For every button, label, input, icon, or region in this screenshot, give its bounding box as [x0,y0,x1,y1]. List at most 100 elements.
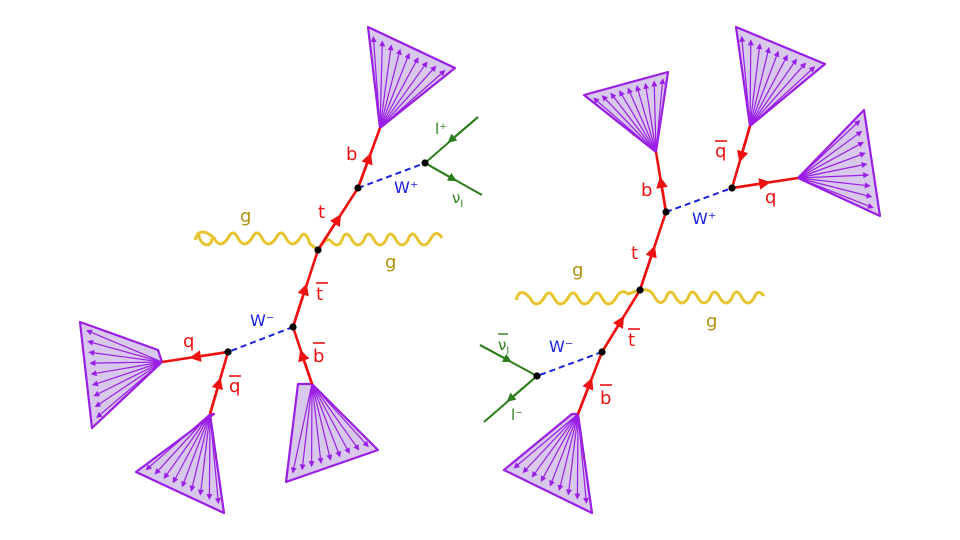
jet-particle-arrow [93,361,163,397]
jet-particle-arrow [749,58,798,127]
jet-particle-arrow [370,36,381,129]
jet-particle-arrow [89,360,163,367]
antitop-line-right [576,289,642,415]
jet-particle-arrow [379,40,386,129]
jet-particle-arrow [797,120,861,179]
jet-particle-arrow [797,177,871,189]
label-g-bottom: g [706,311,717,332]
vertices-left [224,159,429,356]
jet-particle-arrow [797,172,870,179]
jet-particle-arrow [651,80,658,153]
jet-particle-arrow [379,57,419,129]
jet-particle-arrow [206,413,213,500]
jet-particle-arrow [379,61,428,129]
jet-cone-4 [284,382,380,484]
label-b: b [346,144,357,165]
label-qbar: q [229,376,240,397]
jet-particle-arrow [655,78,666,153]
jet-particle-arrow [749,46,771,127]
jet-particle-arrow [311,383,341,458]
jets-right [502,25,882,515]
label-nubar-sub: l [506,346,509,357]
jet-particle-arrow [154,413,211,475]
label-tbar: t [628,330,635,351]
label-b: b [641,180,652,201]
vertices-right [533,184,736,380]
label-g-top: g [240,206,251,227]
label-nubar-main: ν [498,336,506,354]
gluon-left-top [193,230,319,252]
jet-particle-arrow [747,39,754,127]
jet-particle-arrow [88,349,163,363]
jet-particle-arrow [749,54,788,127]
label-lplus: l⁺ [435,120,447,138]
jet-particle-arrow [163,413,211,479]
jet-particle-arrow [540,413,579,483]
jet-particle-arrow [635,85,657,153]
jet-particle-arrow [87,339,163,363]
leptons-right [479,344,538,423]
jet-particle-arrow [181,413,211,488]
jet-particle-arrow [565,413,579,496]
label-nu-main: ν [452,189,460,207]
jet-cone-4 [502,412,594,515]
jet-particle-arrow [299,383,313,471]
jet-particle-arrow [379,48,402,129]
jet-particle-arrow [197,413,211,496]
jet-particle-arrow [379,65,437,129]
jet-particle-arrow [797,152,866,179]
label-nu: νl [452,189,463,210]
jet-cone-2 [734,25,827,128]
jet-particle-arrow [627,87,657,153]
gluon-left-bottom [316,232,444,251]
label-lminus: l⁻ [511,406,523,424]
label-q: q [765,187,776,208]
w-decay-quarks-right [730,125,799,190]
label-wminus: W⁻ [250,311,274,330]
jet-particle-arrow [531,413,579,478]
jet-particle-arrow [311,383,324,464]
label-bbar: b [600,388,611,409]
jet-particle-arrow [797,177,873,199]
diagram-right: b t t b q q W⁺ W⁻ l⁻ νl g g [479,25,882,515]
jet-particle-arrow [610,92,657,153]
jet-particle-arrow [619,90,657,153]
jet-particle-arrow [96,361,163,419]
jet-particle-arrow [749,66,816,127]
jet-particle-arrow [379,44,394,129]
jet-particle-arrow [311,383,350,455]
jet-particle-arrow [513,413,579,469]
jet-particle-arrow [749,50,780,127]
jets-left [78,25,457,515]
jet-particle-arrow [86,329,163,363]
leptons-left [424,116,483,196]
jet-particle-arrow [574,413,581,500]
gluon-right-right [639,288,766,305]
top-quark-line-left [316,127,382,251]
label-wplus: W⁺ [394,178,418,197]
jet-particle-arrow [172,413,211,484]
jet-particle-arrow [379,70,446,129]
label-nu-sub: l [460,199,463,210]
jet-particle-arrow [643,82,657,153]
gluon-right-left [514,288,641,306]
label-tbar: t [316,284,323,305]
jet-particle-arrow [145,413,211,471]
jet-particle-arrow [549,413,579,487]
label-wminus: W⁻ [549,337,573,356]
jet-particle-arrow [90,361,163,377]
jet-particle-arrow [311,383,360,451]
label-nubar: νl [498,336,509,357]
jet-particle-arrow [557,413,579,492]
jet-particle-arrow [209,413,221,505]
jet-particle-arrow [797,162,868,179]
label-wplus: W⁺ [692,209,716,228]
jet-cone-3 [134,412,226,515]
jet-particle-arrow [797,177,874,209]
jet-particle-arrow [379,52,411,129]
jet-particle-arrow [311,383,333,461]
label-t: t [318,202,325,223]
jet-particle-arrow [522,413,579,474]
jet-particle-arrow [749,62,807,127]
